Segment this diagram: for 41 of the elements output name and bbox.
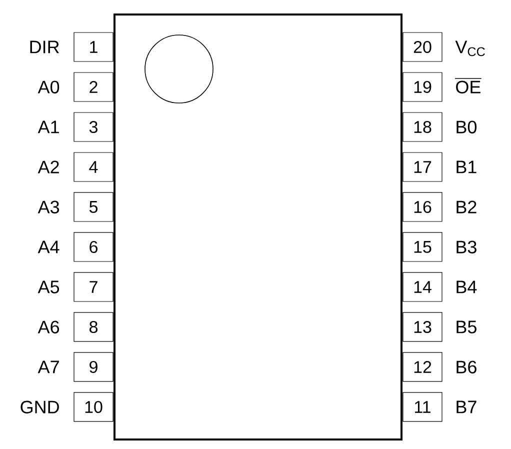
pin-label: B5: [456, 320, 476, 334]
pin-label: B2: [456, 200, 476, 214]
pin-label: OE: [454, 78, 482, 94]
pin-box: 9: [74, 352, 114, 382]
pin-label: B7: [456, 400, 476, 414]
pin-box: 17: [402, 152, 442, 182]
pin-box: 16: [402, 192, 442, 222]
pin-label: B3: [456, 240, 476, 254]
pin-box: 2: [74, 72, 114, 102]
pin-box: 20: [402, 32, 442, 62]
pin-label: B1: [456, 160, 476, 174]
pin-box: 5: [74, 192, 114, 222]
pin-box: 8: [74, 312, 114, 342]
pin-box: 11: [402, 392, 442, 422]
pin-label: A4: [38, 240, 60, 254]
pin-label: A2: [38, 160, 59, 174]
pin-label: B6: [456, 360, 476, 374]
pin-box: 12: [402, 352, 442, 382]
pin-label: A6: [38, 320, 60, 334]
pin-box: 3: [74, 112, 114, 142]
pin-label: A0: [38, 80, 60, 94]
pin-label: B4: [456, 280, 477, 294]
pin-box: 19: [402, 72, 442, 102]
pin-box: 15: [402, 232, 442, 262]
pin-label: A5: [38, 280, 60, 294]
pin-box: 18: [402, 112, 442, 142]
pin-label: A3: [38, 200, 60, 214]
pin-box: 7: [74, 272, 114, 302]
chip-body: [114, 14, 402, 440]
pin-label: A1: [38, 120, 59, 134]
pin-box: 14: [402, 272, 442, 302]
pin-label: A7: [38, 360, 59, 374]
pin-label: GND: [20, 400, 59, 414]
pin-box: 4: [74, 152, 114, 182]
pin-box: 1: [74, 32, 114, 62]
pin-label: V$_{CC}$: [455, 40, 485, 56]
pin-label: B0: [456, 120, 477, 134]
pin-box: 10: [74, 392, 114, 422]
pin-box: 13: [402, 312, 442, 342]
pin-box: 6: [74, 232, 114, 262]
pin-label: DIR: [30, 40, 59, 54]
